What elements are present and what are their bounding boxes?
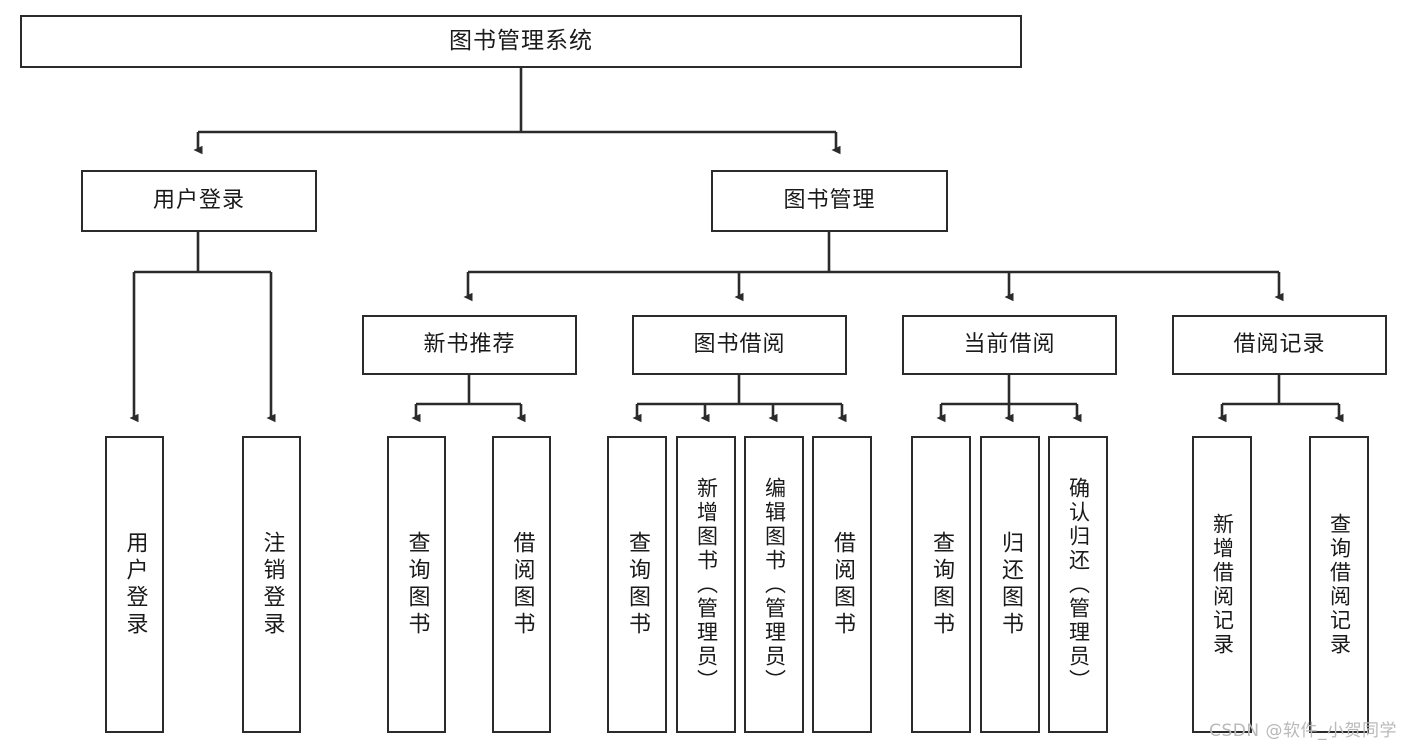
- leaf-borrow-book-query[interactable]: 查询图书: [607, 436, 667, 733]
- leaf-borrow-book-borrow[interactable]: 借阅图书: [812, 436, 872, 733]
- leaf-new-book-borrow-label: 借阅图书: [509, 530, 535, 639]
- leaf-current-borrow-query[interactable]: 查询图书: [911, 436, 971, 733]
- node-new-book-recommend[interactable]: 新书推荐: [362, 315, 577, 375]
- leaf-borrow-book-borrow-label: 借阅图书: [830, 530, 855, 639]
- node-user-login[interactable]: 用户登录: [81, 170, 317, 232]
- leaf-user-login-logout-label: 注销登录: [259, 530, 285, 639]
- leaf-user-login-logout[interactable]: 注销登录: [242, 436, 301, 733]
- leaf-borrow-book-query-label: 查询图书: [625, 530, 650, 639]
- leaf-new-book-query[interactable]: 查询图书: [387, 436, 446, 733]
- leaf-borrow-record-add[interactable]: 新增借阅记录: [1192, 436, 1252, 733]
- node-book-borrow[interactable]: 图书借阅: [632, 315, 847, 375]
- leaf-current-borrow-return[interactable]: 归还图书: [980, 436, 1040, 733]
- leaf-borrow-book-add[interactable]: 新增图书（管理员）: [676, 436, 736, 733]
- leaf-current-borrow-query-label: 查询图书: [929, 530, 954, 639]
- node-book-management[interactable]: 图书管理: [711, 170, 948, 232]
- leaf-borrow-book-edit-label: 编辑图书（管理员）: [762, 476, 787, 693]
- node-borrow-record-label: 借阅记录: [1233, 332, 1326, 358]
- leaf-current-borrow-confirm-return[interactable]: 确认归还（管理员）: [1048, 436, 1108, 733]
- leaf-borrow-book-edit[interactable]: 编辑图书（管理员）: [744, 436, 804, 733]
- leaf-new-book-query-label: 查询图书: [404, 530, 430, 639]
- node-root-system-label: 图书管理系统: [449, 27, 593, 54]
- node-current-borrow[interactable]: 当前借阅: [902, 315, 1117, 375]
- leaf-borrow-record-query[interactable]: 查询借阅记录: [1309, 436, 1369, 733]
- leaf-current-borrow-return-label: 归还图书: [998, 530, 1023, 639]
- leaf-borrow-book-add-label: 新增图书（管理员）: [694, 476, 719, 693]
- leaf-user-login-login-label: 用户登录: [122, 530, 148, 639]
- node-book-borrow-label: 图书借阅: [693, 332, 786, 358]
- node-user-login-label: 用户登录: [152, 188, 245, 214]
- node-borrow-record[interactable]: 借阅记录: [1172, 315, 1387, 375]
- node-current-borrow-label: 当前借阅: [963, 332, 1056, 358]
- csdn-watermark: CSDN @软件_小贺同学: [1209, 721, 1397, 741]
- node-root-system[interactable]: 图书管理系统: [20, 15, 1022, 68]
- node-book-management-label: 图书管理: [783, 188, 876, 214]
- leaf-current-borrow-confirm-return-label: 确认归还（管理员）: [1066, 476, 1091, 693]
- leaf-user-login-login[interactable]: 用户登录: [105, 436, 164, 733]
- leaf-new-book-borrow[interactable]: 借阅图书: [492, 436, 551, 733]
- node-new-book-recommend-label: 新书推荐: [423, 332, 516, 358]
- leaf-borrow-record-query-label: 查询借阅记录: [1327, 512, 1352, 657]
- leaf-borrow-record-add-label: 新增借阅记录: [1210, 512, 1235, 657]
